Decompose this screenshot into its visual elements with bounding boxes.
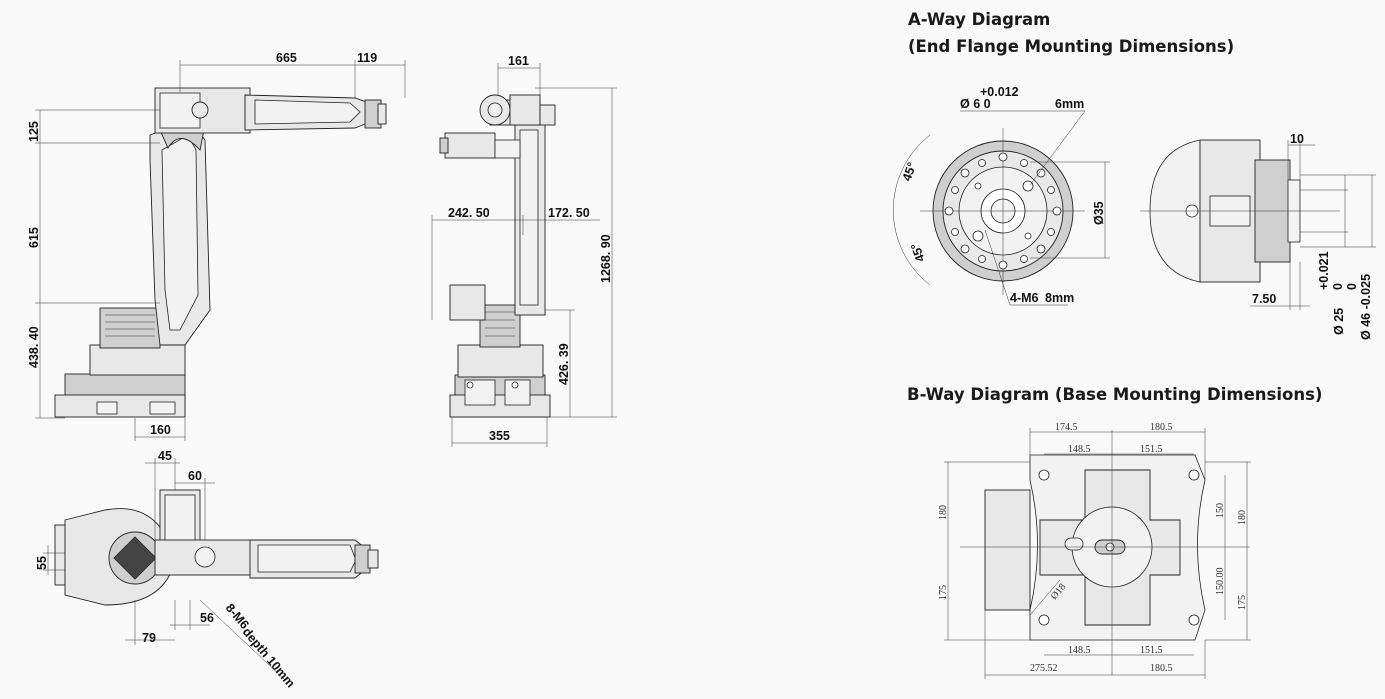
flange-dia-46: Ø 46 -0.025 [1359, 274, 1373, 340]
a-way-subtitle: (End Flange Mounting Dimensions) [908, 37, 1235, 56]
flange-front-dimensions: +0.012 Ø 6 0 6mm 45° 45° Ø35 4-M6 8mm [893, 85, 1110, 306]
dim-top-56: 56 [200, 611, 214, 625]
flange-dia-25: Ø 25 [1332, 308, 1346, 335]
base-right-180: 180 [1237, 510, 1248, 525]
dim-top-depth: depth 10mm [240, 625, 298, 690]
base-mid-148: 148.5 [1068, 444, 1091, 455]
top-view-robot [54, 489, 379, 606]
base-bottom-180: 180.5 [1150, 663, 1173, 674]
front-view-dimensions: 161 242. 50 172. 50 1268. 90 426. 39 355 [431, 54, 617, 447]
dim-top-45: 45 [158, 449, 172, 463]
flange-holes-m6: 4-M6 [1010, 291, 1039, 305]
dim-front-426: 426. 39 [557, 343, 571, 385]
flange-zero-25: 0 [1331, 283, 1345, 290]
flange-bolt-holes [944, 152, 1062, 270]
dim-side-119: 119 [357, 51, 377, 65]
flange-zero-46: 0 [1345, 283, 1359, 290]
flange-dia-35: Ø35 [1092, 201, 1106, 225]
dim-side-160: 160 [150, 423, 171, 437]
base-right-150: 150 [1215, 503, 1226, 518]
flange-side-view [1140, 139, 1340, 283]
dim-front-172: 172. 50 [548, 206, 590, 220]
flange-depth-8: 8mm [1045, 291, 1074, 305]
flange-depth-6: 6mm [1055, 97, 1084, 111]
front-view-robot [439, 94, 556, 418]
base-dimensions: 174.5 180.5 148.5 151.5 180 175 150 180 … [938, 422, 1251, 679]
flange-angle-2: 45° [908, 241, 928, 264]
base-left-180: 180 [938, 505, 949, 520]
dim-front-161: 161 [508, 54, 529, 68]
a-way-title: A-Way Diagram [908, 10, 1051, 29]
base-right-175: 175 [1237, 595, 1248, 610]
dim-side-125: 125 [27, 121, 41, 142]
flange-tol-021: +0.021 [1317, 251, 1331, 290]
dim-front-1268: 1268. 90 [599, 234, 613, 283]
base-bot-148: 148.5 [1068, 645, 1091, 656]
flange-d-10: 10 [1290, 132, 1304, 146]
base-mid-151: 151.5 [1140, 444, 1163, 455]
flange-tol-012: +0.012 [980, 85, 1019, 99]
base-plate [960, 430, 1250, 675]
base-bottom-275: 275.52 [1030, 663, 1058, 674]
flange-side-dimensions: 10 7.50 +0.021 0 Ø 25 0 Ø 46 -0.025 [1250, 132, 1376, 340]
dim-top-60: 60 [188, 469, 202, 483]
flange-d-750: 7.50 [1252, 292, 1276, 306]
base-left-175: 175 [938, 585, 949, 600]
side-view-robot [54, 87, 387, 418]
dim-side-438: 438. 40 [27, 326, 41, 368]
b-way-title: B-Way Diagram (Base Mounting Dimensions) [907, 385, 1323, 404]
dim-side-615: 615 [27, 227, 41, 248]
dim-top-55: 55 [35, 556, 49, 570]
dim-front-355: 355 [489, 429, 510, 443]
base-bot-151: 151.5 [1140, 645, 1163, 656]
flange-dia-6: Ø 6 0 [960, 97, 991, 111]
side-view-dimensions: 665 119 125 615 438. 40 160 [27, 51, 406, 441]
base-top-174: 174.5 [1055, 422, 1078, 433]
dim-front-242: 242. 50 [448, 206, 490, 220]
dim-side-665: 665 [276, 51, 297, 65]
dim-top-79: 79 [142, 631, 156, 645]
base-top-180: 180.5 [1150, 422, 1173, 433]
base-right-15000: 150.00 [1215, 568, 1226, 596]
flange-angle-1: 45° [900, 160, 920, 183]
